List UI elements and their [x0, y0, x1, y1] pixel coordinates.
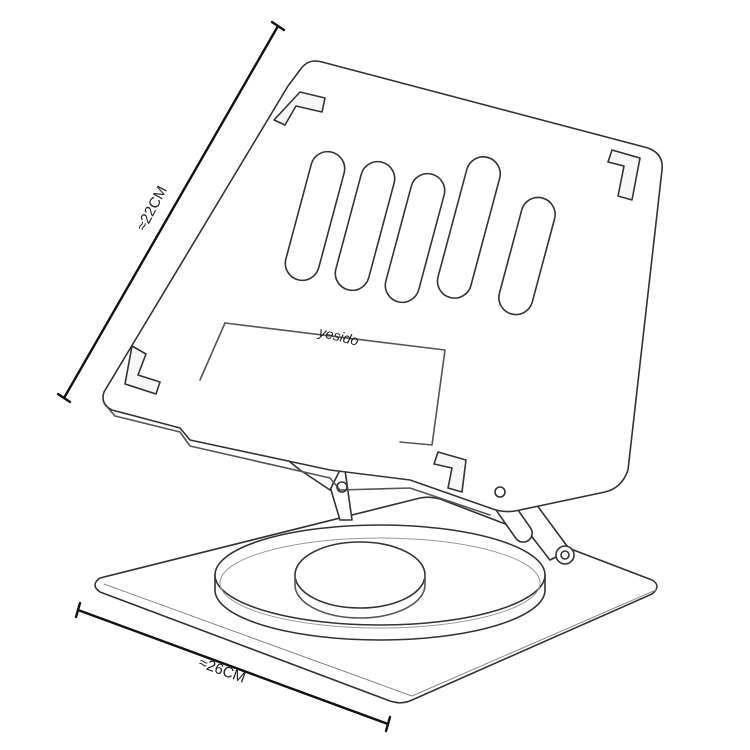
corner-stops — [124, 91, 641, 493]
platform-tray — [102, 60, 664, 516]
width-dimension-line — [74, 601, 392, 733]
vent-slots — [284, 150, 556, 316]
height-dimension-line — [56, 20, 286, 404]
rotating-disc — [214, 524, 546, 641]
